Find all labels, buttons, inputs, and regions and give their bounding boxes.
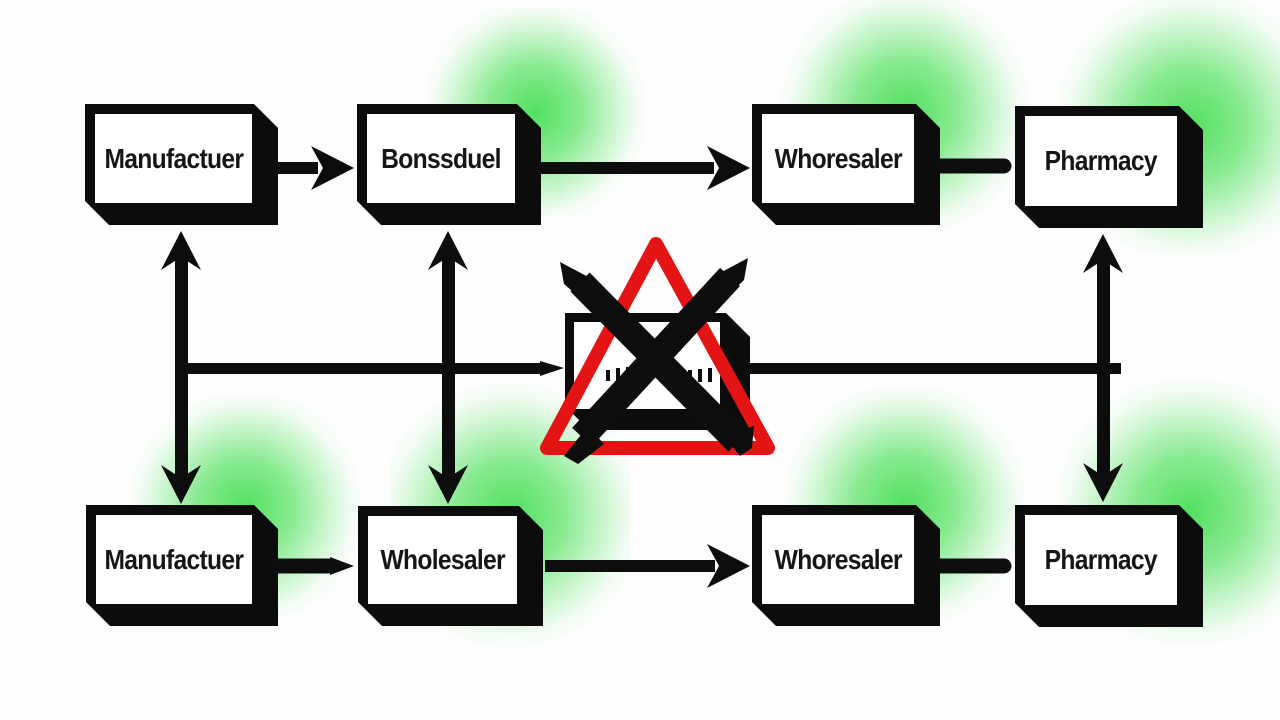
blocked-line-left	[181, 361, 564, 376]
flow-node-bottom-manufacturer: Manufactuer	[86, 505, 278, 626]
node-face: Manufactuer	[95, 114, 252, 203]
node-label: Bonssduel	[381, 142, 501, 174]
node-label: Pharmacy	[1044, 544, 1158, 575]
node-face: Pharmacy	[1025, 515, 1177, 605]
node-label: Whoresaler	[774, 543, 902, 575]
node-face: Whoresaler	[762, 515, 914, 604]
arrow-top-bonssduel-to-whoresaler	[540, 146, 750, 190]
node-face: Whoresaler	[762, 114, 914, 203]
arrow-bottom-wholesaler-to-whoresaler	[545, 544, 750, 588]
flow-node-top-whoresaler: Whoresaler	[752, 104, 940, 225]
node-label: Wholesaler	[380, 544, 505, 575]
node-label: Pharmacy	[1044, 145, 1158, 176]
node-label: Whoresaler	[774, 142, 902, 174]
node-face: Manufactuer	[96, 515, 252, 604]
warning-triangle-icon	[540, 237, 775, 455]
flow-node-bottom-pharmacy: Pharmacy	[1015, 505, 1203, 627]
flow-node-top-bonssduel: Bonssduel	[357, 104, 541, 225]
node-face: Wholesaler	[368, 516, 517, 604]
flow-node-bottom-whoresaler: Whoresaler	[752, 505, 940, 626]
connector-bottom-manufacturer-to-wholesaler	[266, 557, 354, 575]
node-label: Manufactuer	[104, 543, 244, 575]
flow-node-top-pharmacy: Pharmacy	[1015, 106, 1203, 228]
node-face: Pharmacy	[1025, 116, 1177, 206]
node-face: Bonssduel	[367, 114, 515, 203]
flow-node-bottom-wholesaler: Wholesaler	[358, 506, 543, 626]
arrow-top-manufacturer-to-bonssduel	[276, 146, 354, 190]
node-label: Manufactuer	[104, 142, 243, 174]
warning-sign	[540, 237, 775, 464]
flow-node-top-manufacturer: Manufactuer	[85, 104, 278, 225]
blocked-line-right	[748, 363, 1121, 374]
